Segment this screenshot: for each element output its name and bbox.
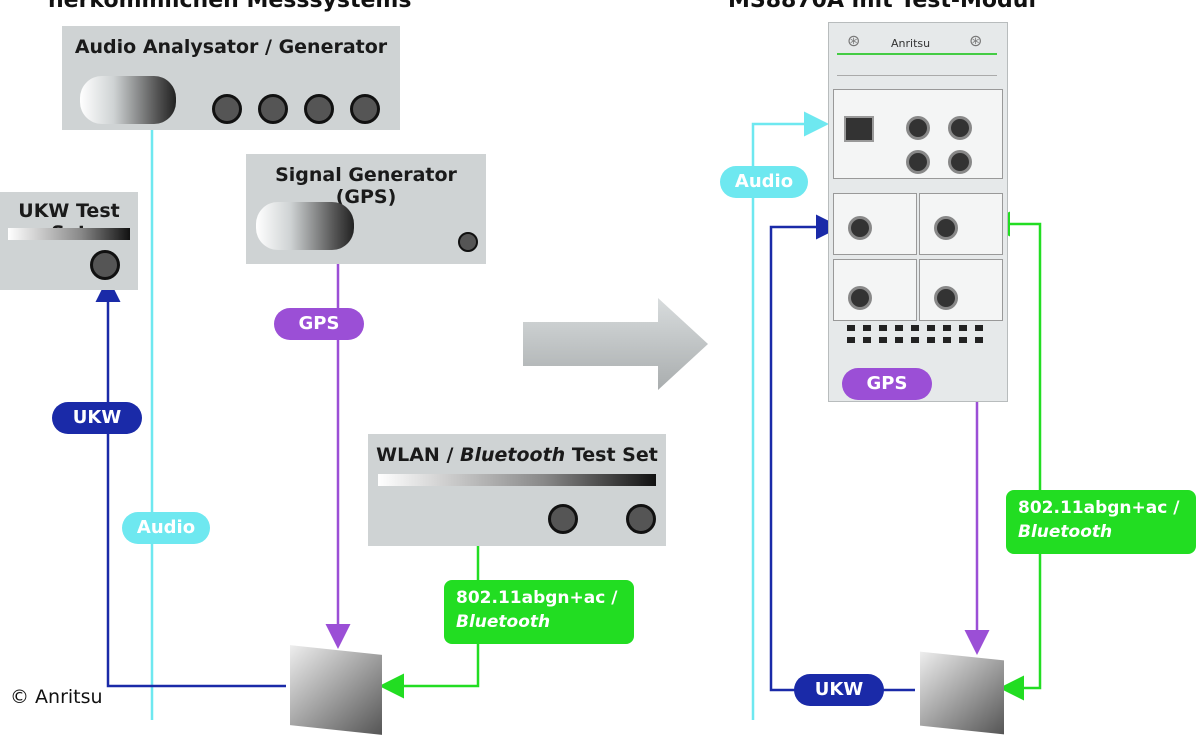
wlan-connector-2 [626,504,656,534]
module-vents [847,325,997,355]
module-low-panel-left [833,259,917,321]
audio-connector-1 [212,94,242,124]
module-green-line [837,53,997,55]
gps-generator-box: Signal Generator (GPS) [246,154,486,264]
audio-connector-3 [304,94,334,124]
wlan-connector-1 [548,504,578,534]
wifi-label-left-line2: Bluetooth [456,612,551,632]
module-top-panel [833,89,1003,179]
gps-label-left: GPS [274,308,364,340]
audio-analyzer-title: Audio Analysator / Generator [74,36,388,58]
ukw-label-right: UKW [794,674,884,706]
module-screw-right-icon: ⊛ [969,31,983,50]
module-bnc-1 [906,116,930,140]
ukw-testset-box: UKW Test Set [0,192,138,290]
wlan-testset-bar [378,474,656,486]
module-low-panel-right [919,259,1003,321]
audio-label-left: Audio [122,512,210,544]
wifi-label-left-line1: 802.11abgn+ac / [456,588,618,608]
dut-right [920,651,1004,735]
audio-line-right [751,111,829,720]
wlan-title-prefix: WLAN / [376,444,460,466]
module-bnc-ukw [848,216,872,240]
wifi-line-right [985,211,1042,701]
test-module: ⊛ ⊛ Anritsu [828,22,1008,402]
audio-analyzer-box: Audio Analysator / Generator [62,26,400,130]
module-bnc-extra [934,286,958,310]
gps-generator-title: Signal Generator (GPS) [275,164,457,208]
audio-label-right: Audio [720,166,808,198]
ukw-label-left: UKW [52,402,142,434]
wlan-title-suffix: Test Set [565,444,658,466]
ukw-line-left [95,277,286,688]
audio-analyzer-display [80,76,176,124]
wifi-label-left: 802.11abgn+ac / Bluetooth [444,580,634,644]
wlan-title-bluetooth: Bluetooth [460,444,566,466]
audio-connector-4 [350,94,380,124]
gps-generator-display [256,202,354,250]
wifi-label-right: 802.11abgn+ac / Bluetooth [1006,490,1196,554]
module-bnc-4 [948,150,972,174]
dut-left [290,645,382,735]
audio-connector-2 [258,94,288,124]
gps-label-right: GPS [842,368,932,400]
module-screw-left-icon: ⊛ [847,31,861,50]
audio-line-left [150,95,210,720]
ukw-testset-bar [8,228,130,240]
left-heading: herkömmlichen Messsystems [48,0,412,13]
wlan-testset-title: WLAN / Bluetooth Test Set [368,444,666,466]
ukw-connector [90,250,120,280]
module-bnc-2 [948,116,972,140]
module-mid-panel-left [833,193,917,255]
gps-connector [458,232,478,252]
wifi-label-right-line1: 802.11abgn+ac / [1018,498,1180,518]
module-bnc-3 [906,150,930,174]
module-bnc-gps [848,286,872,310]
module-lan-port [844,116,874,142]
module-indicator-row [837,61,997,76]
right-heading: MS8870A mit Test-Modul [728,0,1036,13]
wifi-label-right-line2: Bluetooth [1018,522,1113,542]
wlan-testset-box: WLAN / Bluetooth Test Set [368,434,666,546]
module-logo: Anritsu [891,37,931,50]
module-bnc-wifi [934,216,958,240]
transition-arrow [523,298,708,390]
copyright-notice: © Anritsu [10,686,103,708]
module-mid-panel-right [919,193,1003,255]
